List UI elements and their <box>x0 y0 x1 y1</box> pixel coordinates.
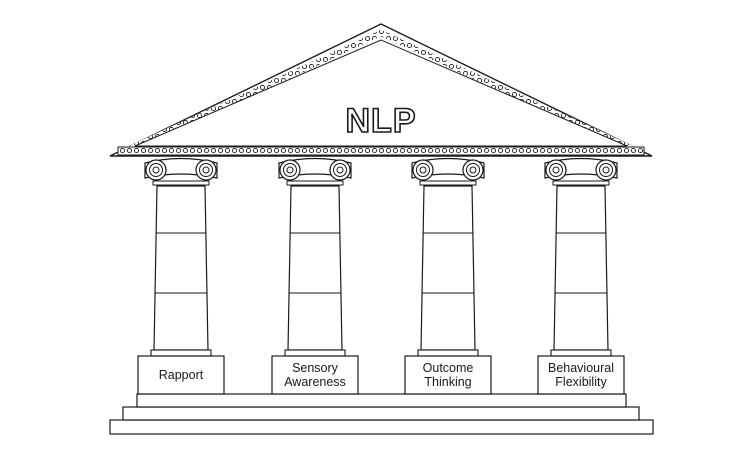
pillar-label-line: Awareness <box>284 375 346 389</box>
base-step-middle <box>122 406 640 421</box>
volute-middle <box>149 163 163 177</box>
volute-inner <box>602 166 610 174</box>
volute-middle <box>283 163 297 177</box>
volute-outer <box>545 159 567 181</box>
pillar-plinth <box>537 355 625 395</box>
volute-outer <box>462 159 484 181</box>
pillar-shaft <box>153 185 209 351</box>
pillar-base-moulding <box>284 349 346 357</box>
pillar-label-line: Flexibility <box>555 375 607 389</box>
volute-outer <box>595 159 617 181</box>
volute-middle <box>599 163 613 177</box>
volute-inner <box>202 166 210 174</box>
volute-outer <box>195 159 217 181</box>
volute-middle <box>549 163 563 177</box>
capital-collar <box>419 180 477 186</box>
volute-outer <box>145 159 167 181</box>
pillar-base-moulding <box>550 349 612 357</box>
temple-roof: NLP <box>109 23 653 157</box>
volute-inner <box>552 166 560 174</box>
volute-outer <box>412 159 434 181</box>
pillar-label-line: Rapport <box>159 368 204 382</box>
capital-collar <box>152 180 210 186</box>
pillar-base-moulding <box>150 349 212 357</box>
pillar-1: Rapport <box>137 157 225 395</box>
pillar-plinth <box>271 355 359 395</box>
pillar-plinth <box>404 355 492 395</box>
roof-title: NLP <box>346 102 417 140</box>
volute-middle <box>466 163 480 177</box>
volute-inner <box>419 166 427 174</box>
volute-inner <box>336 166 344 174</box>
volute-middle <box>199 163 213 177</box>
pillar-shaft <box>553 185 609 351</box>
volute-middle <box>333 163 347 177</box>
volute-outer <box>279 159 301 181</box>
pillar-base-moulding <box>417 349 479 357</box>
pillar-label-line: Behavioural <box>548 361 614 375</box>
base-step-bottom <box>109 419 654 435</box>
base-step-top <box>136 393 627 408</box>
volute-inner <box>286 166 294 174</box>
volute-inner <box>469 166 477 174</box>
volute-outer <box>329 159 351 181</box>
pillar-label-line: Outcome <box>423 361 474 375</box>
pillar-plinth <box>137 355 225 395</box>
volute-middle <box>416 163 430 177</box>
pediment-inner <box>134 39 628 147</box>
roof-beam <box>117 146 645 156</box>
pillar-label-line: Sensory <box>292 361 339 375</box>
pillar-shaft <box>420 185 476 351</box>
temple-base <box>109 393 654 435</box>
capital-collar <box>552 180 610 186</box>
pillar-shaft <box>287 185 343 351</box>
pillar-label-line: Thinking <box>424 375 471 389</box>
volute-inner <box>152 166 160 174</box>
capital-collar <box>286 180 344 186</box>
